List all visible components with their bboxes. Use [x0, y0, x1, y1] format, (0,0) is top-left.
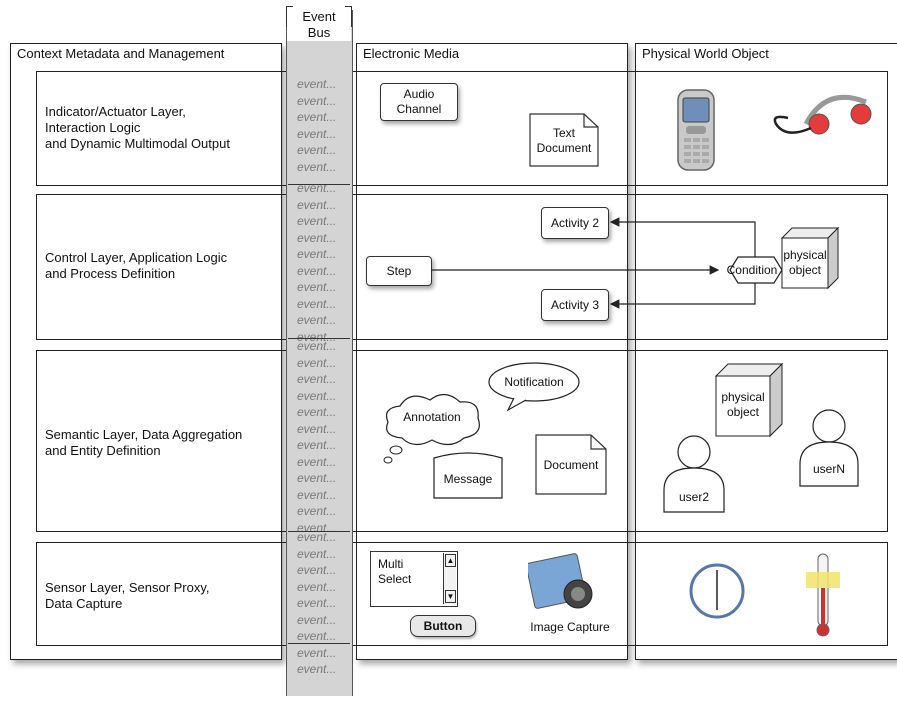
- document-shape: [529, 113, 599, 167]
- event-label: event...: [297, 563, 337, 577]
- event-label: event...: [297, 280, 337, 294]
- event-bus-separator: [288, 184, 350, 185]
- text-document-label: Text Document: [536, 126, 592, 155]
- sensor-layer-band: [36, 542, 888, 646]
- button-control[interactable]: Button: [410, 615, 476, 637]
- annotation-thought-bubble: [383, 393, 480, 464]
- multi-select-label: Multi Select: [378, 557, 412, 586]
- mobile-phone-icon: [677, 89, 715, 171]
- event-bus: [286, 10, 353, 696]
- message-label: Message: [443, 472, 493, 486]
- event-label: event...: [297, 247, 337, 261]
- event-label: event...: [297, 372, 337, 386]
- multi-select-scrollbar[interactable]: ▲ ▼: [443, 553, 456, 604]
- event-label: event...: [297, 329, 337, 344]
- semantic-layer-band: [36, 350, 888, 532]
- event-bus-separator: [288, 531, 350, 532]
- document-label: Document: [543, 458, 599, 472]
- user2-label: user2: [678, 490, 710, 504]
- physical-world-column-title: Physical World Object: [642, 46, 769, 61]
- clock-icon: [689, 563, 745, 619]
- scroll-up-icon[interactable]: ▲: [445, 554, 456, 567]
- document-page: [535, 434, 607, 495]
- event-label: event...: [297, 504, 337, 518]
- scroll-down-icon[interactable]: ▼: [445, 590, 456, 603]
- event-label: event...: [297, 405, 337, 419]
- document-shape-semantic: Document: [535, 434, 607, 496]
- annotation-label: Annotation: [403, 410, 461, 424]
- notification-bubble: [488, 362, 580, 412]
- event-bus-separator: [288, 643, 350, 644]
- event-label: event...: [297, 110, 337, 124]
- event-label: event...: [297, 645, 337, 660]
- event-bus-bracket-left: [286, 6, 293, 27]
- event-label: event...: [297, 530, 337, 544]
- event-bus-bracket-right: [345, 6, 352, 27]
- physical-object-label-semantic: physical object: [721, 390, 765, 419]
- event-label: event...: [297, 438, 337, 452]
- physical-object-cube-control: [780, 226, 840, 290]
- multi-select-listbox[interactable]: Multi Select ▲ ▼: [370, 551, 458, 607]
- event-label: event...: [297, 487, 337, 502]
- headphones-icon: [773, 94, 872, 135]
- activity-3-box: Activity 3: [541, 289, 609, 321]
- event-label: event...: [297, 579, 337, 594]
- event-bus-separator: [288, 338, 350, 339]
- event-label: event...: [297, 355, 337, 370]
- event-label: event...: [297, 214, 337, 228]
- control-layer-band: [36, 194, 888, 340]
- event-label: event...: [297, 612, 337, 627]
- event-label: event...: [297, 77, 337, 91]
- control-layer-label: Control Layer, Application Logic and Pro…: [45, 250, 228, 281]
- electronic-media-column-title: Electronic Media: [363, 46, 460, 61]
- userN-icon: [799, 409, 859, 487]
- semantic-layer-label: Semantic Layer, Data Aggregation and Ent…: [45, 427, 243, 458]
- text-document: Text Document: [529, 113, 599, 168]
- event-label: event...: [297, 546, 337, 561]
- sensor-layer-label: Sensor Layer, Sensor Proxy, Data Capture: [45, 580, 210, 611]
- event-label: event...: [297, 93, 337, 108]
- context-column-title: Context Metadata and Management: [17, 46, 225, 61]
- event-label: event...: [297, 596, 337, 610]
- event-label: event...: [297, 296, 337, 311]
- user2-icon: [663, 435, 725, 513]
- image-capture-label: Image Capture: [530, 620, 610, 634]
- message-shape: [433, 452, 503, 499]
- image-capture-icon: [528, 553, 593, 609]
- notification-label: Notification: [504, 375, 564, 389]
- event-label: event...: [297, 197, 337, 212]
- physical-object-cube-semantic: [714, 362, 784, 438]
- event-label: event...: [297, 159, 337, 174]
- audio-channel-box: Audio Channel: [380, 83, 458, 121]
- condition-label: Condition: [726, 263, 778, 277]
- event-label: event...: [297, 126, 337, 141]
- event-label: event...: [297, 454, 337, 469]
- indicator-layer-label: Indicator/Actuator Layer, Interaction Lo…: [45, 104, 230, 151]
- userN-label: userN: [812, 462, 845, 476]
- event-label: event...: [297, 263, 337, 278]
- event-label: event...: [297, 339, 337, 353]
- event-bus-title: Event Bus: [287, 9, 351, 41]
- physical-object-label-control: physical object: [783, 248, 827, 277]
- step-box: Step: [366, 256, 432, 286]
- context-column: Context Metadata and Management: [10, 43, 282, 660]
- indicator-layer-band: [36, 71, 888, 186]
- event-label: event...: [297, 230, 337, 245]
- activity-2-box: Activity 2: [541, 207, 609, 239]
- event-label: event...: [297, 662, 337, 676]
- event-label: event...: [297, 629, 337, 643]
- event-label: event...: [297, 388, 337, 403]
- event-label: event...: [297, 313, 337, 327]
- event-label: event...: [297, 143, 337, 157]
- event-label: event...: [297, 421, 337, 436]
- thermometer-icon: [806, 553, 840, 637]
- event-label: event...: [297, 471, 337, 485]
